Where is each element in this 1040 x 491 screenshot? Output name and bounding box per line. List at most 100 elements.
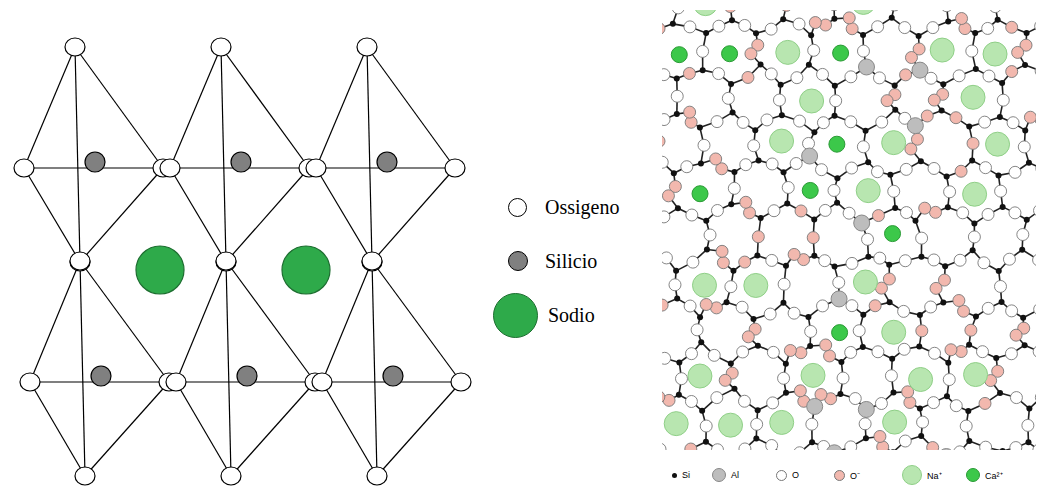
oxygen-atom <box>846 162 858 174</box>
network-atom <box>758 62 764 68</box>
network-atom <box>731 169 737 175</box>
legend-swatch <box>966 468 980 482</box>
network-atom <box>755 407 761 413</box>
network-atom <box>831 291 847 307</box>
network-atom <box>1026 160 1032 166</box>
calcium-ion <box>722 46 738 62</box>
oxygen-atom <box>166 373 186 391</box>
tetrahedra <box>14 38 471 485</box>
oxygen-atom <box>745 48 757 60</box>
oxygen-atom <box>997 94 1009 106</box>
network-atom <box>907 118 923 134</box>
oxygen-atom <box>713 68 725 80</box>
network-atom <box>887 172 893 178</box>
network-atom <box>938 449 954 450</box>
oxygen-atom <box>780 10 792 11</box>
network-atom <box>831 16 837 22</box>
legend-item: Ossigeno <box>508 196 619 219</box>
oxygen-atom <box>809 17 821 29</box>
legend-item: Al <box>712 468 739 482</box>
calcium-ion <box>802 182 818 198</box>
network-atom <box>918 433 924 439</box>
oxygen-atom <box>788 307 800 319</box>
network-atom <box>755 343 761 349</box>
tetra-edge <box>170 168 226 262</box>
oxygen-atom <box>805 325 817 337</box>
oxygen-atom <box>65 38 85 56</box>
legend-item: Si <box>672 470 690 480</box>
network-atom <box>673 268 679 274</box>
oxygen-atom <box>662 252 672 264</box>
oxygen-atom <box>1010 329 1022 341</box>
tetra-edge <box>30 382 85 476</box>
oxygen-atom <box>925 301 937 313</box>
oxygen-atom <box>766 158 778 170</box>
silicon-atom <box>377 152 397 172</box>
tetra-edge <box>367 47 455 168</box>
tetra-edge <box>322 261 372 382</box>
tetra-edge <box>316 47 367 168</box>
oxygen-atom <box>713 20 725 32</box>
oxygen-atom <box>765 68 777 80</box>
network-atom <box>996 172 1002 178</box>
oxygen-atom <box>738 395 750 407</box>
network-atom <box>966 124 972 130</box>
oxygen-atom <box>216 252 236 270</box>
sodium-ion <box>776 40 800 64</box>
tetra-edge <box>226 261 231 476</box>
network-atom <box>676 360 682 366</box>
tetra-edge <box>221 47 309 168</box>
oxygen-atom <box>982 22 994 34</box>
oxygen-atom <box>362 253 382 271</box>
network-atom <box>860 32 866 38</box>
network-atom <box>969 158 975 164</box>
oxygen-atom <box>742 71 754 83</box>
network-atom <box>704 246 710 252</box>
network-atom <box>781 169 787 175</box>
sodium-ion <box>662 10 663 18</box>
network-atom <box>780 16 786 22</box>
oxygen-atom <box>817 68 829 80</box>
oxygen-atom <box>790 158 802 170</box>
oxygen-atom <box>662 443 666 450</box>
network-atom <box>674 76 680 82</box>
oxygen-atom <box>898 343 910 355</box>
network-atom <box>698 160 704 166</box>
oxygen-atom <box>965 324 977 336</box>
oxygen-atom <box>216 253 236 271</box>
oxygen-atom <box>791 72 803 84</box>
oxygen-atom <box>944 186 956 198</box>
network-atom <box>892 205 898 211</box>
network-atom <box>865 159 871 165</box>
oxygen-atom <box>684 21 696 33</box>
tetra-edge <box>80 261 85 476</box>
calcium-ion <box>833 45 849 61</box>
oxygen-atom <box>995 185 1007 197</box>
network-atom <box>1019 247 1025 253</box>
oxygen-atom <box>1006 305 1018 317</box>
oxygen-atom <box>869 300 881 312</box>
network-atom <box>784 200 790 206</box>
network-atom <box>808 32 814 38</box>
oxygen-atom <box>736 301 748 313</box>
legend-swatch <box>834 470 845 481</box>
oxygen-atom <box>357 38 377 56</box>
oxygen-atom <box>845 116 857 128</box>
oxygen-atom <box>843 207 855 219</box>
sodium-ion <box>688 364 712 388</box>
network-atom <box>728 201 734 207</box>
oxygen-atom <box>876 116 888 128</box>
oxygen-atom <box>807 232 819 244</box>
sodium-ion <box>930 38 954 62</box>
oxygen-atom <box>819 255 831 267</box>
sodium-ion <box>770 129 794 153</box>
oxygen-atom <box>70 252 90 270</box>
sodium-ion <box>883 410 907 434</box>
network-atom <box>731 386 737 392</box>
oxygen-atom <box>875 398 887 410</box>
calcium-ion <box>885 226 901 242</box>
oxygen-atom <box>982 302 994 314</box>
network-atom <box>993 355 999 361</box>
legend-item: O <box>776 470 799 481</box>
sodium-ion <box>694 10 718 16</box>
